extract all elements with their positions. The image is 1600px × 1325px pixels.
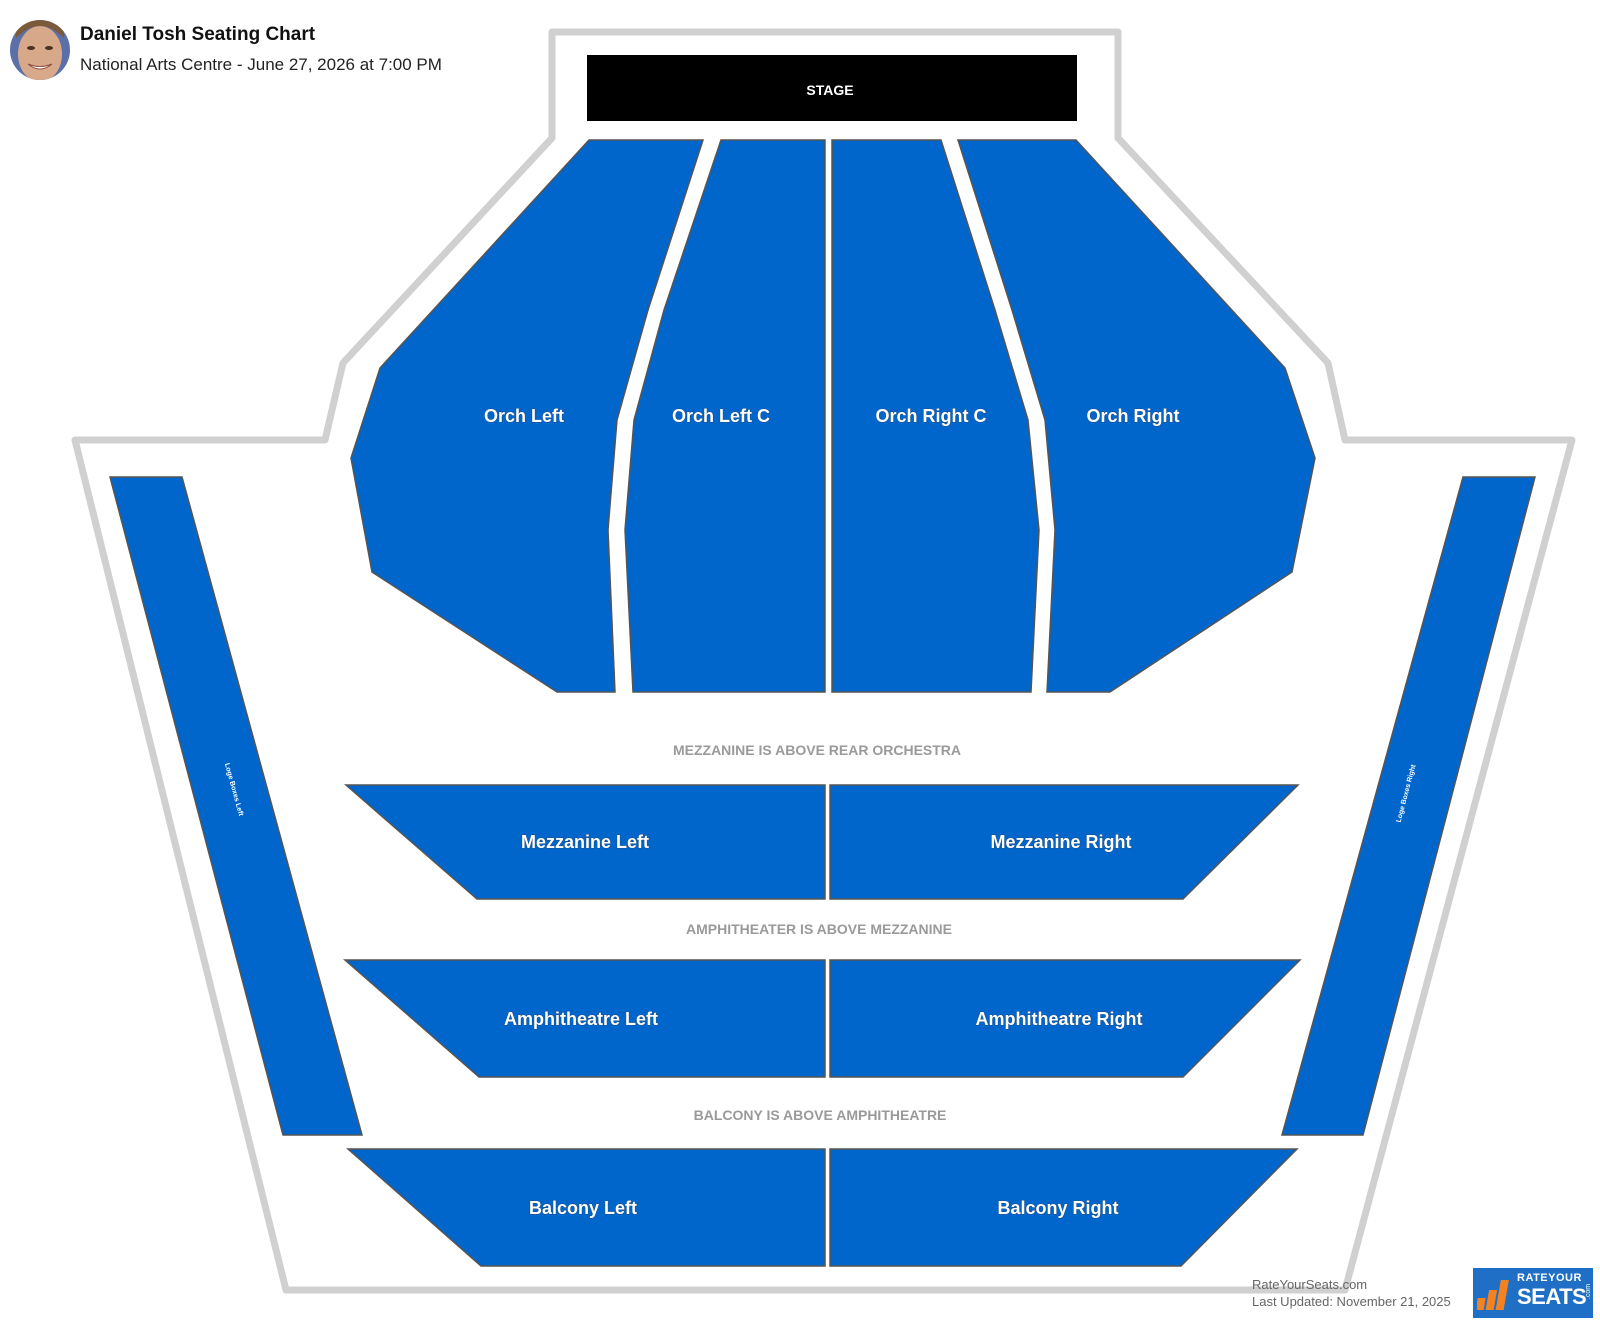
section-orch-right-c-label: Orch Right C: [876, 406, 987, 426]
section-amphitheatre-left-label: Amphitheatre Left: [504, 1009, 658, 1029]
logo-main-text: SEATS: [1517, 1284, 1587, 1309]
section-orch-right-c[interactable]: [831, 139, 1040, 693]
section-orch-right-label: Orch Right: [1087, 406, 1180, 426]
venue-outline: [71, 28, 1576, 1294]
stage-label: STAGE: [806, 82, 853, 98]
section-amphitheatre-right[interactable]: [829, 959, 1302, 1078]
performer-avatar: [10, 20, 70, 80]
page-title: Daniel Tosh Seating Chart: [80, 24, 316, 45]
mezzanine-note: MEZZANINE IS ABOVE REAR ORCHESTRA: [673, 742, 961, 758]
section-orch-left-c-label: Orch Left C: [672, 406, 770, 426]
footer-site[interactable]: RateYourSeats.com: [1252, 1277, 1368, 1292]
section-orch-right[interactable]: [956, 139, 1316, 693]
section-orch-left-c[interactable]: [624, 139, 826, 693]
section-balcony-left-label: Balcony Left: [529, 1198, 637, 1218]
event-subtitle: National Arts Centre - June 27, 2026 at …: [80, 55, 442, 74]
chart-header: Daniel Tosh Seating Chart National Arts …: [10, 20, 442, 80]
amphitheater-note: AMPHITHEATER IS ABOVE MEZZANINE: [686, 921, 952, 937]
section-amphitheatre-left[interactable]: [343, 959, 826, 1078]
footer-updated: Last Updated: November 21, 2025: [1252, 1294, 1451, 1309]
section-balcony-left[interactable]: [346, 1148, 826, 1267]
bar-chart-icon: [1477, 1280, 1509, 1310]
stage: [587, 55, 1077, 121]
balcony-note: BALCONY IS ABOVE AMPHITHEATRE: [694, 1107, 947, 1123]
section-balcony-right[interactable]: [829, 1148, 1299, 1267]
logo-suffix-text: .com: [1585, 1283, 1593, 1300]
section-loge-left[interactable]: [109, 476, 363, 1136]
section-orch-left-label: Orch Left: [484, 406, 564, 426]
logo-top-text: RATEYOUR: [1517, 1272, 1582, 1284]
section-amphitheatre-right-label: Amphitheatre Right: [975, 1009, 1142, 1029]
section-mezzanine-right-label: Mezzanine Right: [990, 832, 1131, 852]
section-mezzanine-left[interactable]: [343, 784, 826, 900]
section-balcony-right-label: Balcony Right: [997, 1198, 1118, 1218]
rateyourseats-logo[interactable]: RATEYOUR SEATS .com: [1473, 1268, 1593, 1318]
section-orch-left[interactable]: [350, 139, 705, 693]
section-mezzanine-right[interactable]: [829, 784, 1300, 900]
section-mezzanine-left-label: Mezzanine Left: [521, 832, 649, 852]
footer-credit: RateYourSeats.com Last Updated: November…: [1252, 1276, 1451, 1310]
section-loge-right[interactable]: [1281, 476, 1536, 1136]
